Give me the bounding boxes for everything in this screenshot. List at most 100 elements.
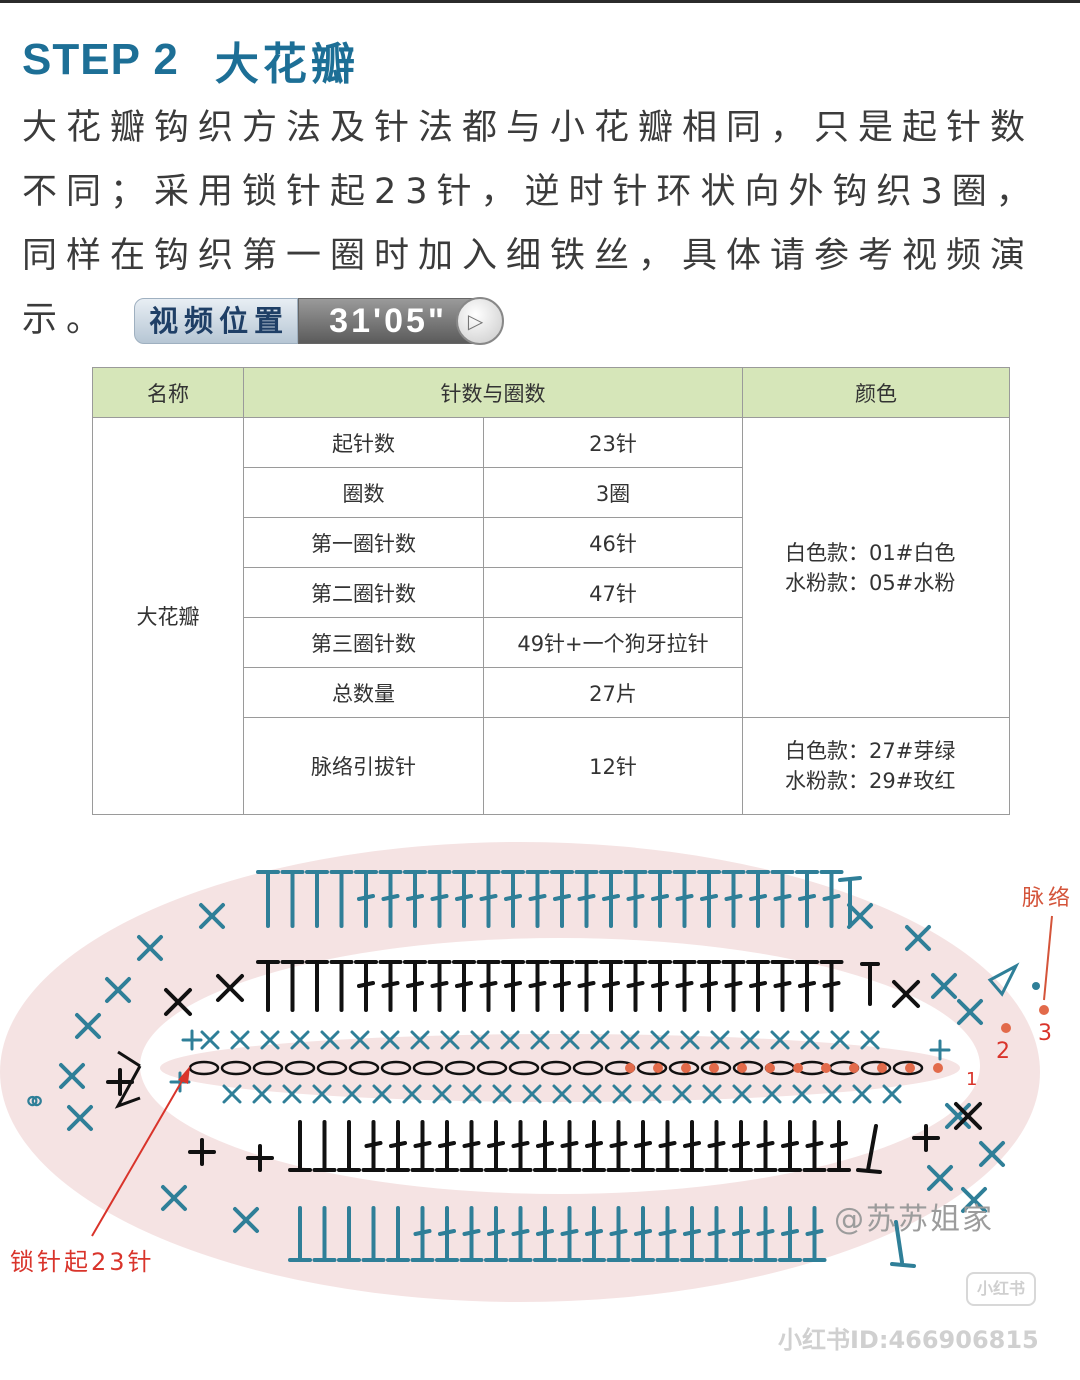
- stitch-chain: [892, 1060, 924, 1076]
- stitch-slip: [765, 1063, 775, 1073]
- stitch-single-crochet: [860, 1030, 880, 1050]
- stitch-double-crochet: [609, 1141, 628, 1148]
- stitch-single-crochet: [342, 1084, 362, 1104]
- stitch-double-crochet: [406, 894, 424, 901]
- stitch-double-crochet: [805, 1229, 824, 1236]
- stitch-double-crochet: [536, 1229, 554, 1236]
- stitch-single-crochet: [402, 1084, 422, 1104]
- color-vein-pink: 水粉款：29#玫红: [785, 769, 956, 793]
- vein-dot: [1039, 1005, 1049, 1015]
- intro-text: 大花瓣钩织方法及针法都与小花瓣相同，只是起针数不同；采用锁针起23针，逆时针环状…: [22, 108, 1040, 340]
- stitch-double-crochet: [585, 1141, 603, 1148]
- stitch-single-crochet: [492, 1084, 512, 1104]
- stitch-double-crochet: [577, 981, 596, 988]
- stitch-slip: [681, 1063, 691, 1073]
- stitch-double-crochet: [634, 1141, 652, 1148]
- crochet-diagram: 1 2 3 ⚭: [0, 842, 1053, 1302]
- play-icon[interactable]: ▷: [456, 297, 505, 345]
- stitch-single-crochet: [650, 1030, 670, 1050]
- stitch-single-crochet: [67, 1105, 93, 1131]
- stitch-single-crochet: [927, 1165, 953, 1191]
- video-position-button[interactable]: 视频位置 31'05" ▷: [134, 297, 505, 345]
- header-name: 名称: [92, 367, 244, 418]
- stitch-single-crochet: [432, 1084, 452, 1104]
- stitch-single-crochet: [847, 903, 873, 929]
- stitch-double-crochet: [773, 981, 792, 988]
- stitch-double-crochet: [651, 894, 669, 901]
- vein-pointer-line: [1043, 915, 1053, 1001]
- stitch-double-crochet: [756, 1141, 775, 1148]
- header-stitches: 针数与圈数: [243, 367, 743, 418]
- stitch-double-crochet: [732, 1229, 750, 1236]
- stitch-single-crochet: [620, 1030, 640, 1050]
- stitch-single-crochet: [582, 1084, 602, 1104]
- stitch-single-crochet: [252, 1084, 272, 1104]
- app-id-watermark: 小红书ID:466906815: [778, 1326, 1039, 1354]
- stitch-double-crochet: [462, 1141, 481, 1148]
- app-logo-icon: 小红书: [966, 1272, 1036, 1306]
- stitch-slip: [849, 1063, 859, 1073]
- row-value: 3圈: [483, 467, 743, 518]
- stitch-chain: [188, 1060, 220, 1076]
- stitch-single-crochet: [222, 1084, 242, 1104]
- stitch-single-crochet: [500, 1030, 520, 1050]
- stitch-double-crochet: [609, 1229, 628, 1236]
- stitch-double-crochet: [511, 1141, 530, 1148]
- stitch-double-crochet: [675, 981, 694, 988]
- stitch-double-crochet: [805, 1141, 824, 1148]
- color-main: 白色款：01#白色 水粉款：05#水粉: [742, 417, 1010, 718]
- stitch-single-crochet: [770, 1030, 790, 1050]
- stitch-chain: [636, 1060, 668, 1076]
- stitch-single-crochet: [233, 1207, 259, 1233]
- stitch-chain: [348, 1060, 380, 1076]
- stitch-chain: [860, 1060, 892, 1076]
- stitch-single-crochet: [161, 1185, 187, 1211]
- row-value: 47针: [483, 567, 743, 618]
- stitch-double-crochet: [577, 894, 596, 901]
- stitch-single-crochet: [945, 1103, 971, 1129]
- stitch-double-crochet: [511, 1229, 530, 1236]
- stitch-double-crochet: [487, 1229, 505, 1236]
- stitch-single-crochet: [979, 1141, 1005, 1167]
- stitch-double-crochet: [866, 1124, 878, 1172]
- stitch-double-crochet: [438, 1229, 456, 1236]
- stitch-double-crochet: [406, 981, 424, 988]
- stitch-slip: [737, 1063, 747, 1073]
- color-vein: 白色款：27#芽绿 水粉款：29#玫红: [742, 717, 1010, 815]
- petal-name: 大花瓣: [92, 417, 244, 815]
- stitch-double-crochet: [749, 981, 767, 988]
- row-item: 第一圈针数: [243, 517, 484, 568]
- stitch-double-crochet: [528, 894, 547, 901]
- stitch-single-crochet: [75, 1013, 101, 1039]
- color-vein-white: 白色款：27#芽绿: [785, 739, 956, 763]
- stitch-chain: [220, 1060, 252, 1076]
- row-item: 脉络引拔针: [243, 717, 484, 815]
- stitch-double-crochet: [553, 894, 571, 901]
- stitch-chain: [284, 1060, 316, 1076]
- stitch-single-crochet: [350, 1030, 370, 1050]
- stitch-single-crochet: [762, 1084, 782, 1104]
- stitch-double-crochet: [658, 1141, 677, 1148]
- row-value: 27片: [483, 667, 743, 718]
- stitch-double-crochet: [413, 1229, 432, 1236]
- video-label: 视频位置: [134, 298, 299, 344]
- stitch-chain: [540, 1060, 572, 1076]
- stitch-double-crochet: [683, 1229, 701, 1236]
- stitch-double-crochet: [357, 981, 375, 988]
- stitch-single-crochet: [957, 999, 983, 1025]
- stitch-double-crochet: [504, 894, 522, 901]
- video-time: 31'05": [298, 298, 475, 344]
- stitch-single-crochet: [680, 1030, 700, 1050]
- stitch-single-crochet: [792, 1084, 812, 1104]
- stitch-chain: [732, 1060, 764, 1076]
- stitch-double-crochet: [830, 1141, 848, 1148]
- color-main-white: 白色款：01#白色: [785, 540, 956, 565]
- stitch-chain: [444, 1060, 476, 1076]
- stitch-single-crochet: [642, 1084, 662, 1104]
- stitch-single-crochet: [740, 1030, 760, 1050]
- row-value: 46针: [483, 517, 743, 568]
- row-item: 第三圈针数: [243, 617, 484, 668]
- stitch-double-crochet: [487, 1141, 505, 1148]
- stitch-slip: [653, 1063, 663, 1073]
- stitch-double-crochet: [822, 981, 841, 988]
